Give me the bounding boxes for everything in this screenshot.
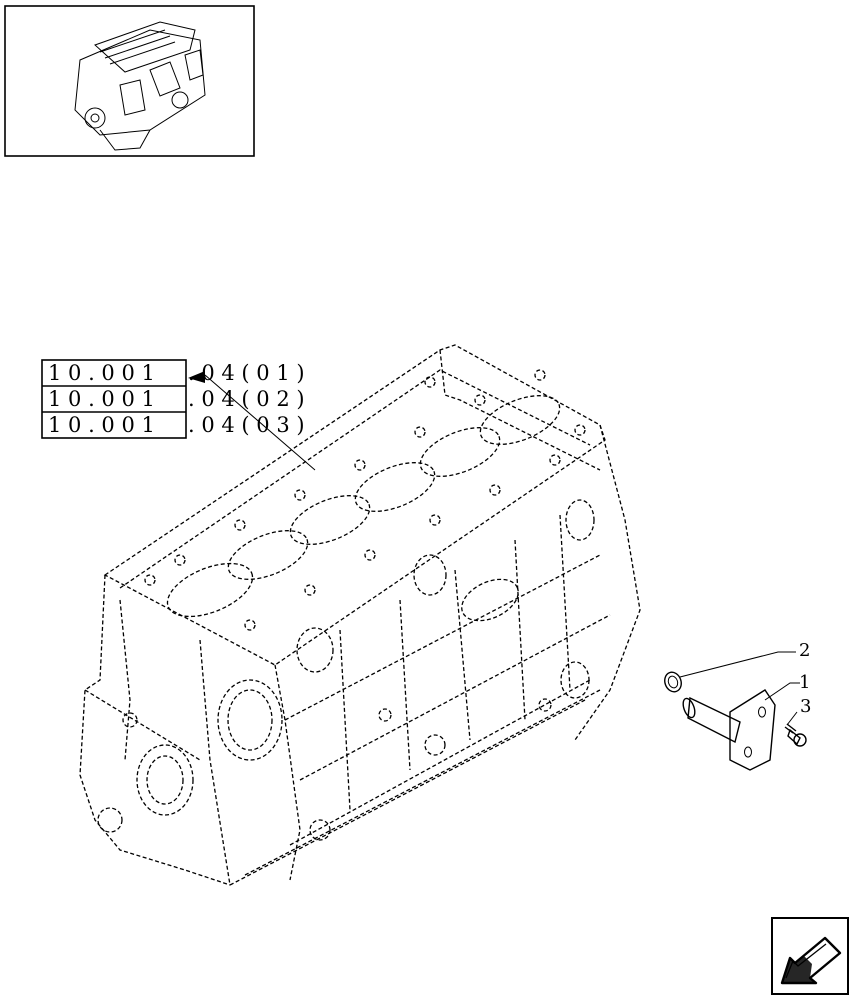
tube-leader-line — [764, 682, 800, 701]
reference-table: 1 0 . 0 0 1 . 0 4 ( 0 1 ) 1 0 . 0 0 1 . … — [41, 359, 316, 471]
reference-arrowhead — [188, 371, 205, 383]
callout-bolt: 3 — [800, 696, 811, 717]
callout-tube: 1 — [799, 672, 810, 693]
tube-part[interactable]: 1 — [681, 672, 811, 771]
reference-leader-line — [204, 374, 316, 471]
reference-code: 1 0 . 0 0 1 — [48, 361, 155, 385]
seal-leader-line — [679, 651, 796, 678]
engine-thumbnail[interactable] — [4, 5, 255, 157]
engine-thumbnail-icon — [74, 21, 206, 151]
back-arrow-icon[interactable] — [771, 917, 849, 995]
callout-seal: 2 — [799, 640, 810, 661]
engine-block-phantom — [79, 344, 641, 886]
bolt-leader-line — [786, 711, 798, 726]
reference-code: 1 0 . 0 0 1 — [48, 413, 155, 437]
reference-suffix: . 0 4 ( 0 3 ) — [188, 413, 305, 437]
reference-row[interactable]: 1 0 . 0 0 1 . 0 4 ( 0 3 ) — [48, 413, 305, 437]
reference-suffix: . 0 4 ( 0 2 ) — [188, 387, 305, 411]
reference-suffix: . 0 4 ( 0 1 ) — [188, 361, 305, 385]
bolt-part[interactable]: 3 — [784, 696, 811, 747]
reference-code: 1 0 . 0 0 1 — [48, 387, 155, 411]
reference-row[interactable]: 1 0 . 0 0 1 . 0 4 ( 0 1 ) — [48, 361, 305, 385]
reference-row[interactable]: 1 0 . 0 0 1 . 0 4 ( 0 2 ) — [48, 387, 305, 411]
seal-ring-part[interactable]: 2 — [662, 640, 810, 694]
